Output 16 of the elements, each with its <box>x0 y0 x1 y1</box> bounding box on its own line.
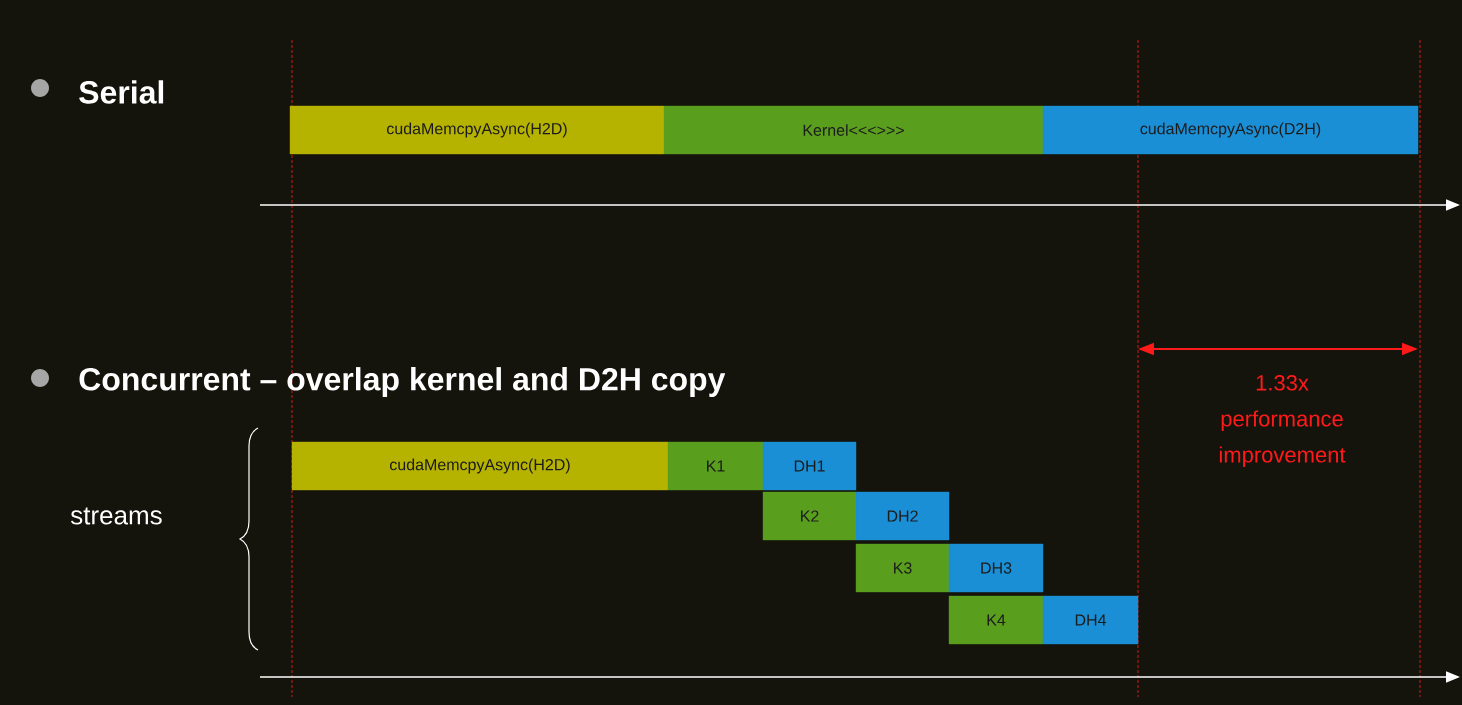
timeline-block: DH3 <box>948 543 1044 593</box>
timeline-block: K4 <box>948 595 1044 645</box>
timeline-block: DH4 <box>1042 595 1139 645</box>
timeline-block: K3 <box>855 543 950 593</box>
section-heading: Serial <box>79 80 164 104</box>
timeline-block: DH1 <box>762 441 857 491</box>
timeline-block: cudaMemcpyAsync(H2D) <box>291 441 669 491</box>
timeline-block: Kernel<<<>>> <box>663 105 1044 155</box>
timeline-block: K2 <box>762 491 857 541</box>
speedup-label: 1.33x performance improvement <box>1219 375 1346 467</box>
section-heading: Concurrent – overlap kernel and D2H copy <box>79 367 726 397</box>
timeline-block: cudaMemcpyAsync(H2D) <box>289 105 665 155</box>
stream-label: streams <box>70 507 162 525</box>
timeline-block: cudaMemcpyAsync(D2H) <box>1042 105 1419 155</box>
timeline-block: DH2 <box>855 491 950 541</box>
timeline-block: K1 <box>667 441 764 491</box>
